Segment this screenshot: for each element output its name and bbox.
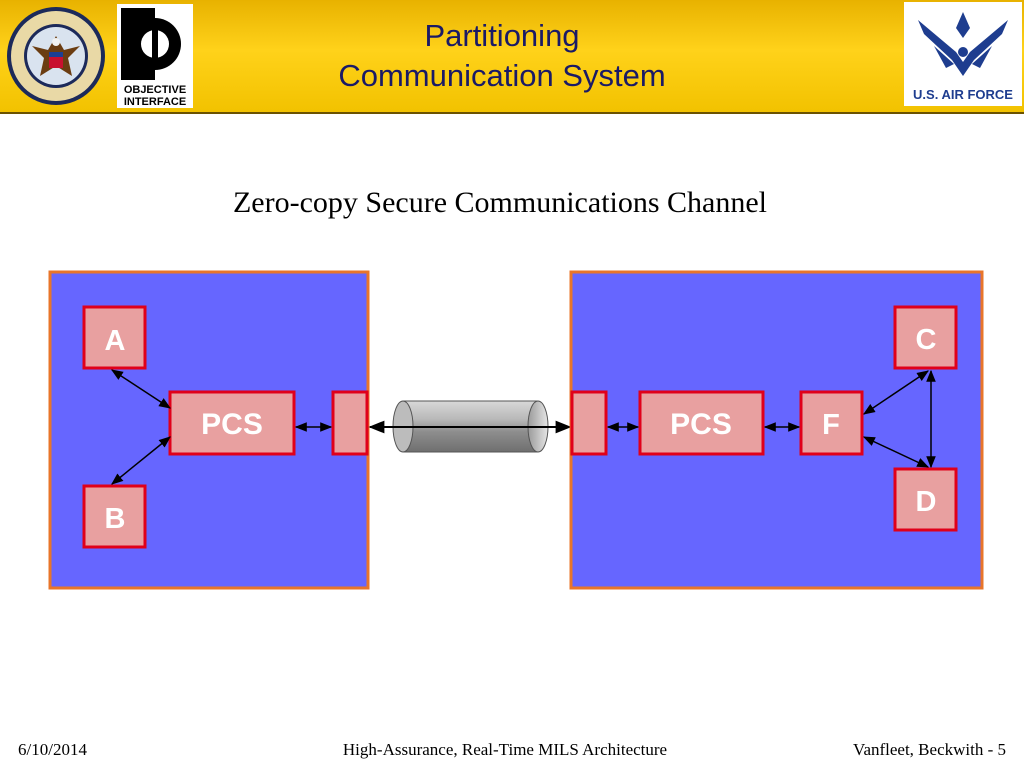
node-c-label: C <box>916 324 937 356</box>
oi-logo-text-2: INTERFACE <box>124 96 186 108</box>
pcs-left-label: PCS <box>201 408 263 441</box>
footer-presentation-title: High-Assurance, Real-Time MILS Architect… <box>342 740 668 759</box>
node-d: D <box>893 467 958 532</box>
footer-authors-page: Vanfleet, Beckwith - 5 <box>853 740 1006 759</box>
slide-title-line-2: Communication System <box>338 58 666 93</box>
arrow-f-d <box>862 436 930 468</box>
left-partition: A B PCS <box>48 270 370 590</box>
node-b-label: B <box>105 503 126 535</box>
node-d-label: D <box>916 486 937 518</box>
right-partition: PCS F C D <box>569 270 984 590</box>
diagram-title: Zero-copy Secure Communications Channel <box>232 186 768 219</box>
right-port <box>570 390 608 456</box>
node-a-label: A <box>105 325 126 357</box>
slide-title: Partitioning Communication System <box>300 16 704 96</box>
footer-date: 6/10/2014 <box>18 740 87 759</box>
us-air-force-logo-icon: U.S. AIR FORCE <box>904 2 1022 106</box>
node-pcs-right: PCS <box>638 390 765 456</box>
left-port <box>331 390 369 456</box>
pcs-right-label: PCS <box>670 408 732 441</box>
arrow-f-c <box>863 370 929 415</box>
node-b: B <box>82 484 147 549</box>
node-c: C <box>893 305 958 370</box>
secure-channel <box>368 400 572 453</box>
arrow-a-pcs <box>110 369 172 409</box>
nsa-seal-icon <box>7 7 105 105</box>
oi-logo-text-1: OBJECTIVE <box>124 84 186 96</box>
communication-diagram: A B PCS PCS F <box>48 270 984 590</box>
slide-footer: 6/10/2014 High-Assurance, Real-Time MILS… <box>0 740 1024 764</box>
node-pcs-left: PCS <box>168 390 296 456</box>
slide-header: OBJECTIVE INTERFACE Partitioning Communi… <box>0 0 1024 114</box>
slide-title-line-1: Partitioning <box>424 18 580 53</box>
node-a: A <box>82 305 147 370</box>
node-f-label: F <box>822 409 840 441</box>
objective-interface-logo-icon: OBJECTIVE INTERFACE <box>117 4 193 108</box>
af-logo-text: U.S. AIR FORCE <box>913 87 1013 102</box>
arrow-b-pcs <box>111 436 171 485</box>
node-f: F <box>799 390 864 456</box>
